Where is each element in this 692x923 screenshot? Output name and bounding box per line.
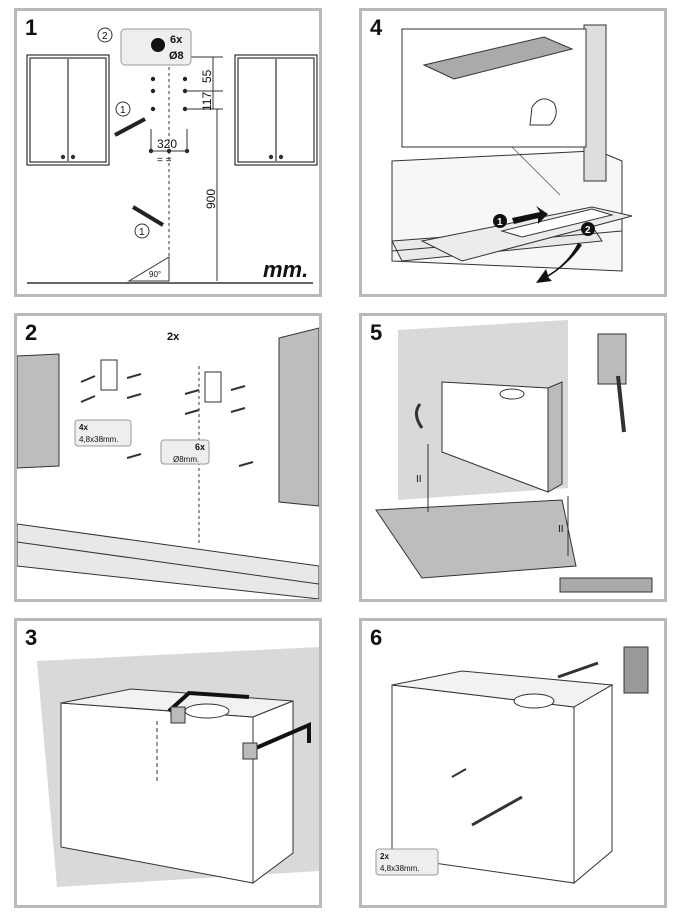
parallel-left: II: [416, 474, 422, 485]
units-label: mm.: [263, 257, 308, 282]
screwdriver-icon-top: [557, 661, 599, 679]
step-number: 6: [370, 625, 382, 650]
vertical-dimensions: [185, 56, 223, 281]
screws: [80, 373, 254, 467]
worktop: [17, 523, 319, 599]
arrow-1-label: 1: [497, 217, 503, 228]
left-wall-cabinet: [26, 54, 110, 166]
arrow-1-icon: [493, 206, 548, 228]
final-screw-fixing-diagram: 6 2x 4,8x38mm.: [370, 625, 649, 885]
hood-side: [573, 684, 613, 885]
hood-on-brackets-diagram: 3: [25, 625, 319, 887]
hood-side: [252, 700, 294, 884]
equal-marks: = =: [157, 155, 172, 166]
left-bracket-plate: [170, 706, 186, 724]
step-number: 5: [370, 320, 382, 345]
circle-2-label: 2: [102, 31, 108, 42]
panel-step-4: 4 1 2: [359, 8, 667, 297]
plug-qty: 6x: [195, 442, 205, 452]
right-cabinet: [278, 327, 319, 507]
screw-size: 4,8x38mm.: [380, 864, 420, 873]
step-number: 2: [25, 320, 37, 345]
dim-55-label: 55: [200, 69, 214, 83]
arrow-2-label: 2: [585, 225, 591, 236]
angle-label: 90°: [149, 270, 161, 279]
set-square-icon: [127, 256, 170, 282]
bracket-qty: 2x: [167, 331, 180, 343]
worktop: [375, 499, 577, 579]
duct-collar: [513, 693, 555, 709]
step-number: 1: [25, 15, 37, 40]
bracket-fixing-diagram: 2 2x 4x 4,8x38mm. 6x Ø8mm.: [17, 320, 319, 599]
arrow-2-icon: [536, 222, 595, 283]
anchor-dia: Ø8: [169, 50, 184, 62]
dim-320-label: 320: [157, 137, 177, 151]
dim-117-label: 117: [200, 92, 214, 111]
hood-hanging-leveling-diagram: 5 II II: [370, 320, 653, 593]
hand-icon: [529, 98, 557, 126]
rail-icon: [559, 577, 653, 593]
zoom-inset: [401, 28, 587, 196]
circle-1-label-top: 1: [120, 105, 126, 116]
bracket-zoom: [623, 646, 649, 694]
left-cabinet: [17, 353, 60, 469]
pencil-icon: [114, 101, 165, 239]
worktop-edge: [17, 541, 319, 585]
screw-qty: 4x: [79, 423, 88, 432]
brackets: [167, 690, 311, 753]
screw-info-box: [74, 419, 132, 447]
parallel-right: II: [558, 524, 564, 535]
plug-info-box: [160, 439, 210, 465]
duct-collar: [184, 703, 230, 719]
duct-collar: [499, 388, 525, 400]
dim-900-label: 900: [204, 189, 218, 209]
grease-filter-removal-diagram: 4 1 2: [370, 15, 633, 283]
panel-step-6: 6 2x 4,8x38mm.: [359, 618, 667, 908]
screw-size: 4,8x38mm.: [79, 435, 119, 444]
step-number: 4: [370, 15, 383, 40]
panel-step-1: 1 320 = =: [14, 8, 322, 297]
wall-mounting-measurements-diagram: 1 320 = =: [25, 15, 318, 284]
panel-step-2: 2 2x 4x 4,8x38mm. 6x Ø8mm.: [14, 313, 322, 602]
curved-arrow-icon: [415, 403, 424, 429]
panel-step-3: 3: [14, 618, 322, 908]
screw-info-box: [375, 848, 439, 876]
screwdriver-icon: [616, 375, 626, 433]
plug-size: Ø8mm.: [173, 455, 199, 464]
wall-brackets: [100, 359, 222, 403]
circle-1-label-bottom: 1: [139, 227, 145, 238]
screw-icon: [451, 768, 467, 778]
screwdriver-icon-bottom: [471, 795, 523, 827]
right-bracket-plate: [242, 742, 258, 760]
anchor-info-box: [97, 27, 192, 66]
anchor-qty: 6x: [170, 34, 183, 46]
panel-step-5: 5 II II: [359, 313, 667, 602]
hood-side: [547, 381, 563, 493]
screw-qty: 2x: [380, 852, 389, 861]
grease-filter: [500, 208, 614, 238]
dimension-320: [150, 129, 188, 153]
right-wall-cabinet: [234, 54, 318, 166]
step-number: 3: [25, 625, 37, 650]
bracket-zoom: [597, 333, 627, 385]
